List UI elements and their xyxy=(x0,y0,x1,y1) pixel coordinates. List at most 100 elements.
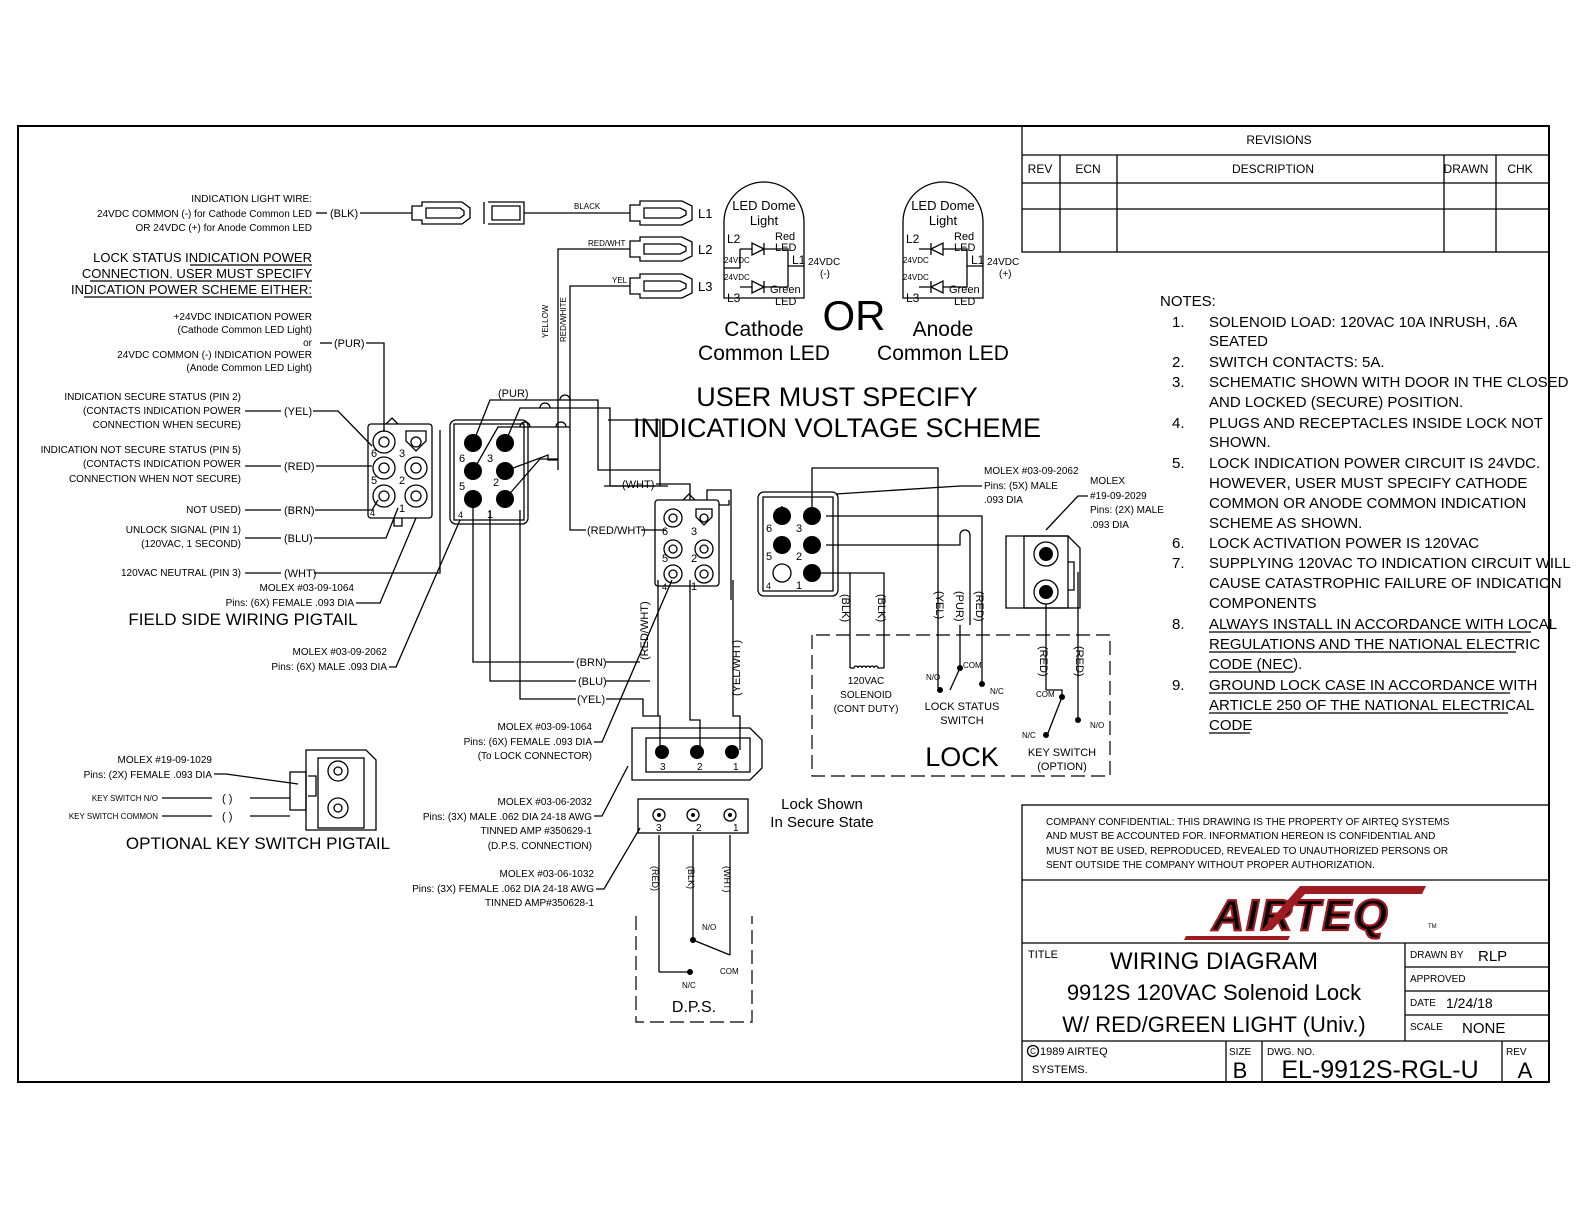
svg-text:5: 5 xyxy=(766,551,772,563)
key-switch-wiring: (RED) (RED) COM N/C N/O KEY SWITCH (OPTI… xyxy=(1022,572,1104,773)
svg-text:2: 2 xyxy=(493,477,499,489)
drawing-title-2: 9912S 120VAC Solenoid Lock xyxy=(1067,980,1362,1005)
svg-text:3: 3 xyxy=(399,448,405,460)
svg-text:Pins: (3X) MALE .062 DIA 24-18: Pins: (3X) MALE .062 DIA 24-18 AWG xyxy=(423,812,592,823)
power-connection-note: LOCK STATUS INDICATION POWER CONNECTION.… xyxy=(71,250,312,298)
svg-text:Pins: (5X) MALE: Pins: (5X) MALE xyxy=(984,481,1058,492)
key-switch-pigtail: MOLEX #19-09-1029 Pins: (2X) FEMALE .093… xyxy=(69,749,390,853)
svg-text:24VDC COMMON (-) INDICATION PO: 24VDC COMMON (-) INDICATION POWER xyxy=(117,350,312,361)
or-label: OR xyxy=(823,292,886,339)
svg-text:1.: 1. xyxy=(1172,314,1185,331)
svg-text:REGULATIONS AND THE NATIONAL E: REGULATIONS AND THE NATIONAL ELECTRIC xyxy=(1209,636,1540,653)
lock-boundary-box xyxy=(811,634,1111,777)
svg-text:24VDC: 24VDC xyxy=(903,256,929,265)
indication-wire-note: INDICATION LIGHT WIRE: 24VDC COMMON (-) … xyxy=(97,194,412,234)
svg-text:RED/WHT: RED/WHT xyxy=(588,239,625,248)
svg-text:LOCK INDICATION POWER CIRCUIT: LOCK INDICATION POWER CIRCUIT IS 24VDC. xyxy=(1209,455,1540,472)
svg-text:SYSTEMS.: SYSTEMS. xyxy=(1032,1064,1088,1076)
svg-text:(RED/WHT): (RED/WHT) xyxy=(587,525,646,537)
svg-text:4: 4 xyxy=(370,508,375,518)
svg-text:TINNED AMP#350628-1: TINNED AMP#350628-1 xyxy=(485,898,594,909)
led-dome-cathode: LED Dome Light L2 L1 L3 Red LED Green LE… xyxy=(723,181,840,308)
svg-text:Pins: (2X) FEMALE .093 DIA: Pins: (2X) FEMALE .093 DIA xyxy=(84,770,213,781)
svg-text:(RED/WHT): (RED/WHT) xyxy=(639,601,651,660)
svg-text:4.: 4. xyxy=(1172,415,1185,432)
lock-molex-2x-label: MOLEX #19-09-2029 Pins: (2X) MALE .093 D… xyxy=(1045,476,1164,531)
svg-text:RED/WHITE: RED/WHITE xyxy=(559,297,568,342)
confidential-line-3: MUST NOT BE USED, REPRODUCED, REVEALED T… xyxy=(1046,846,1448,857)
svg-text:COMPONENTS: COMPONENTS xyxy=(1209,595,1317,612)
dps-connector-male: 3 2 1 xyxy=(631,727,763,781)
svg-text:Pins: (6X) FEMALE .093 DIA: Pins: (6X) FEMALE .093 DIA xyxy=(464,737,593,748)
svg-text:3: 3 xyxy=(656,823,662,834)
svg-text:( ): ( ) xyxy=(222,811,232,823)
molex-1032-label: MOLEX #03-06-1032 Pins: (3X) FEMALE .062… xyxy=(412,827,641,909)
svg-text:YELLOW: YELLOW xyxy=(541,304,550,338)
svg-text:LOCK ACTIVATION POWER IS 120VA: LOCK ACTIVATION POWER IS 120VAC xyxy=(1209,535,1479,552)
molex-2032-label: MOLEX #03-06-2032 Pins: (3X) MALE .062 D… xyxy=(423,765,629,852)
solenoid-coil: 120VAC SOLENOID (CONT DUTY) xyxy=(834,625,898,715)
scale-value: NONE xyxy=(1462,1020,1505,1037)
svg-text:(CONTACTS INDICATION POWER: (CONTACTS INDICATION POWER xyxy=(83,459,241,470)
svg-text:SOLENOID LOAD: 120VAC 10A INRU: SOLENOID LOAD: 120VAC 10A INRUSH, .6A xyxy=(1209,314,1517,331)
confidential-line-2: AND MUST BE ACCOUNTED FOR. INFORMATION H… xyxy=(1046,831,1435,842)
svg-text:3: 3 xyxy=(691,526,697,538)
lock-status-switch: N/O COM N/C LOCK STATUS SWITCH xyxy=(925,625,1004,727)
dps-connector-female: 3 2 1 xyxy=(637,798,749,834)
svg-text:1: 1 xyxy=(796,580,802,592)
svg-text:(PUR): (PUR) xyxy=(334,338,365,350)
svg-text:or: or xyxy=(303,338,313,349)
svg-text:COMMON OR ANODE COMMON INDICAT: COMMON OR ANODE COMMON INDICATION xyxy=(1209,495,1526,512)
dwg-number: EL-9912S-RGL-U xyxy=(1281,1056,1478,1084)
svg-text:CAUSE CATASTROPHIC FAILURE OF: CAUSE CATASTROPHIC FAILURE OF INDICATION xyxy=(1209,575,1562,592)
svg-text:SWITCH CONTACTS: 5A.: SWITCH CONTACTS: 5A. xyxy=(1209,354,1385,371)
molex-1064-left-label: MOLEX #03-09-1064 Pins: (6X) FEMALE .093… xyxy=(226,517,417,609)
svg-text:L3: L3 xyxy=(727,291,741,305)
svg-text:7.: 7. xyxy=(1172,555,1185,572)
lock-connector-2x xyxy=(1005,535,1081,609)
svg-text:(YEL/WHT): (YEL/WHT) xyxy=(731,640,743,696)
svg-text:LED: LED xyxy=(775,242,796,254)
svg-text:YEL: YEL xyxy=(612,276,628,285)
svg-text:L1: L1 xyxy=(971,253,985,267)
svg-text:GROUND LOCK CASE IN ACCORDANCE: GROUND LOCK CASE IN ACCORDANCE WITH xyxy=(1209,677,1537,694)
svg-text:(BLU): (BLU) xyxy=(578,676,607,688)
svg-text:(RED): (RED) xyxy=(973,591,985,622)
svg-text:CONNECTION WHEN SECURE): CONNECTION WHEN SECURE) xyxy=(93,420,241,431)
svg-text:Red: Red xyxy=(775,231,795,243)
svg-text:L3: L3 xyxy=(906,291,920,305)
svg-text:OR 24VDC (+) for Anode Commo: OR 24VDC (+) for Anode Common LED xyxy=(136,223,312,234)
svg-text:6: 6 xyxy=(662,526,668,538)
revisions-table: REVISIONS REV ECN DESCRIPTION DRAWN CHK xyxy=(1021,125,1550,253)
drawn-col-header: DRAWN xyxy=(1444,162,1489,176)
svg-text:9.: 9. xyxy=(1172,677,1185,694)
svg-text:MOLEX #03-06-2032: MOLEX #03-06-2032 xyxy=(497,797,592,808)
svg-text:UNLOCK SIGNAL (PIN 1): UNLOCK SIGNAL (PIN 1) xyxy=(126,525,241,536)
svg-text:SUPPLYING 120VAC TO INDICATION: SUPPLYING 120VAC TO INDICATION CIRCUIT W… xyxy=(1209,555,1571,572)
svg-text:N/O: N/O xyxy=(1090,721,1104,730)
svg-text:1: 1 xyxy=(399,503,405,515)
svg-text:(RED): (RED) xyxy=(1073,646,1085,677)
svg-text:SWITCH: SWITCH xyxy=(940,715,983,727)
svg-text:LOCK STATUS INDICATION POWER: LOCK STATUS INDICATION POWER xyxy=(93,250,312,265)
lock-molex-5x-label: MOLEX #03-09-2062 Pins: (5X) MALE .093 D… xyxy=(835,466,1079,506)
not-used-note: NOT USED) (BRN) xyxy=(186,499,379,517)
svg-text:(YEL): (YEL) xyxy=(577,694,605,706)
confidential-line-4: SENT OUTSIDE THE COMPANY WITHOUT PROPER … xyxy=(1046,860,1375,871)
svg-text:24VDC: 24VDC xyxy=(987,257,1019,268)
svg-text:(To LOCK CONNECTOR): (To LOCK CONNECTOR) xyxy=(478,751,592,762)
svg-text:5: 5 xyxy=(459,481,465,493)
airteq-logo: AIRTEQ TM xyxy=(1184,886,1437,941)
led-dome-anode: LED Dome Light L2 L1 L3 Red LED Green LE… xyxy=(902,181,1019,308)
field-side-title: FIELD SIDE WIRING PIGTAIL xyxy=(128,610,357,629)
svg-text:LED: LED xyxy=(954,296,975,308)
rev-value: A xyxy=(1518,1058,1533,1083)
svg-text:(RED): (RED) xyxy=(1037,646,1049,677)
svg-text:2: 2 xyxy=(691,553,697,565)
svg-text:Pins: (6X) MALE .093 DIA: Pins: (6X) MALE .093 DIA xyxy=(271,662,387,673)
drawn-by-value: RLP xyxy=(1478,948,1507,965)
svg-text:(BLK): (BLK) xyxy=(875,594,887,622)
svg-text:Green: Green xyxy=(770,284,801,296)
svg-text:L1: L1 xyxy=(792,253,806,267)
svg-text:(120VAC, 1 SECOND): (120VAC, 1 SECOND) xyxy=(141,539,241,550)
